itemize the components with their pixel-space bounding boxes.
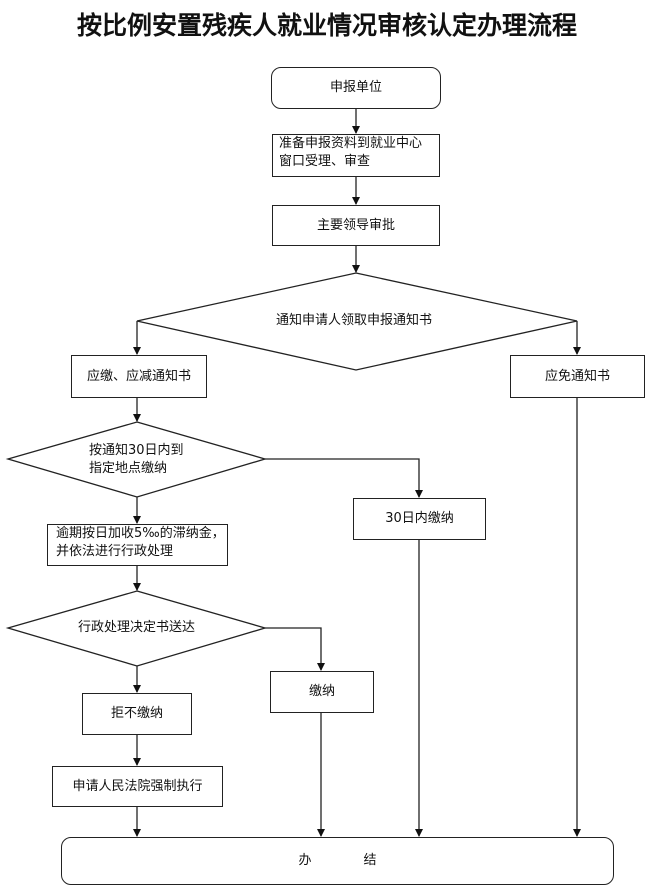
node-end-label: 办 结 [298, 853, 377, 868]
node-refuse: 拒不缴纳 [82, 693, 192, 735]
node-approve: 主要领导审批 [272, 205, 440, 246]
node-refuse-label: 拒不缴纳 [110, 706, 163, 721]
node-end: 办 结 [61, 837, 614, 885]
page-title: 按比例安置残疾人就业情况审核认定办理流程 [76, 11, 577, 40]
node-due-notice-label: 应缴、应减通知书 [86, 368, 191, 384]
node-prepare-line2: 窗口受理、审查 [279, 154, 371, 169]
node-paid: 缴纳 [270, 671, 374, 713]
node-prepare-line1: 准备申报资料到就业中心 [279, 136, 423, 151]
node-prepare: 准备申报资料到就业中心 窗口受理、审查 [272, 134, 440, 177]
node-paid-label: 缴纳 [308, 684, 335, 699]
node-overdue-line2: 并依法进行行政处理 [56, 544, 174, 559]
node-exempt-notice: 应免通知书 [510, 355, 645, 398]
node-approve-label: 主要领导审批 [316, 217, 395, 233]
decision-pay-line2: 指定地点缴纳 [89, 461, 168, 476]
decision-pay-label: 按通知30日内到 指定地点缴纳 [89, 442, 184, 478]
decision-admin-label: 行政处理决定书送达 [78, 620, 196, 635]
decision-pay-line1: 按通知30日内到 [89, 443, 184, 458]
node-court: 申请人民法院强制执行 [52, 766, 223, 807]
arrow-admin-to-paid [265, 627, 325, 671]
node-paid-30: 30日内缴纳 [353, 498, 486, 540]
decision-notify-label: 通知申请人领取申报通知书 [276, 313, 433, 328]
node-due-notice: 应缴、应减通知书 [71, 355, 207, 398]
node-overdue: 逾期按日加收5‰的滞纳金， 并依法进行行政处理 [47, 524, 228, 566]
node-court-label: 申请人民法院强制执行 [72, 778, 203, 794]
arrow-pay-to-paid30 [265, 458, 423, 498]
node-paid-30-label: 30日内缴纳 [385, 511, 454, 526]
node-overdue-line1: 逾期按日加收5‰的滞纳金， [56, 526, 225, 541]
decision-diamond-notify [136, 272, 578, 371]
node-start-label: 申报单位 [329, 80, 382, 95]
node-start: 申报单位 [271, 67, 441, 109]
node-exempt-notice-label: 应免通知书 [544, 368, 610, 384]
